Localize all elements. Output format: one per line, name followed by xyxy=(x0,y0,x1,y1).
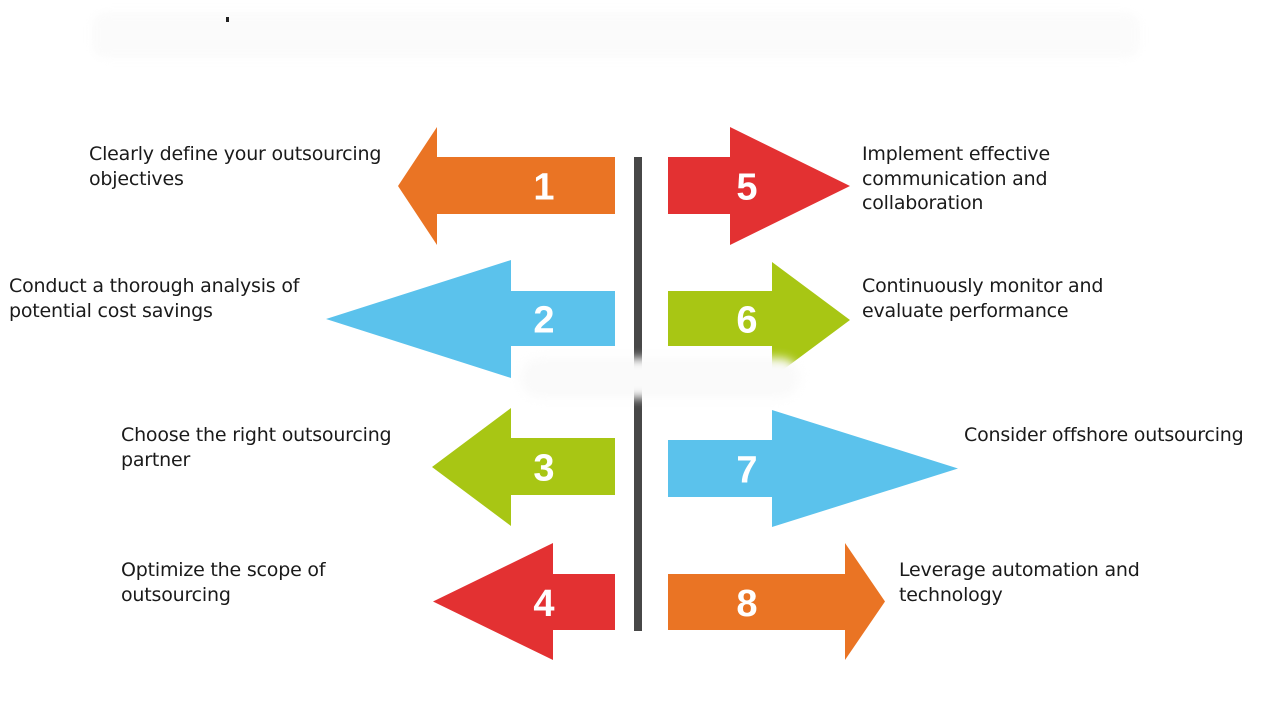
step-label-7: Consider offshore outsourcing xyxy=(964,423,1244,448)
title-banner xyxy=(92,12,1140,58)
step-label-line: partner xyxy=(121,448,191,471)
step-label-line: Implement effective xyxy=(862,143,1050,165)
step-arrow-6: 6 xyxy=(668,262,850,378)
step-label-line: Leverage automation and xyxy=(899,559,1140,581)
step-number: 1 xyxy=(533,167,554,209)
arrow-left-icon xyxy=(433,543,615,660)
step-label-line: collaboration xyxy=(862,192,984,214)
step-number: 4 xyxy=(533,583,554,625)
step-label-line: Continuously monitor and xyxy=(862,275,1104,297)
step-number: 2 xyxy=(533,300,554,342)
arrow-right-icon xyxy=(668,127,850,245)
step-number: 7 xyxy=(736,450,757,492)
arrow-left-icon xyxy=(326,260,615,378)
step-arrow-4: 4 xyxy=(433,543,615,660)
step-arrow-5: 5 xyxy=(668,127,850,245)
step-label-line: evaluate performance xyxy=(862,299,1069,322)
step-arrow-3: 3 xyxy=(432,408,615,526)
step-label-line: Clearly define your outsourcing xyxy=(89,143,382,165)
step-arrow-2: 2 xyxy=(326,260,615,378)
step-label-line: communication and xyxy=(862,167,1048,190)
step-label-line: technology xyxy=(899,583,1003,606)
step-label-line: Conduct a thorough analysis of xyxy=(9,275,300,297)
title-mark xyxy=(226,17,229,22)
arrow-right-icon xyxy=(668,262,850,378)
arrow-left-icon xyxy=(398,127,615,245)
step-arrow-1: 1 xyxy=(398,127,615,245)
step-label-line: Optimize the scope of xyxy=(121,559,326,581)
arrow-right-icon xyxy=(668,410,958,527)
step-number: 8 xyxy=(736,583,757,625)
step-number: 5 xyxy=(736,167,757,209)
step-label-line: outsourcing xyxy=(121,583,231,606)
step-arrow-7: 7 xyxy=(668,410,958,527)
step-number: 6 xyxy=(736,300,757,342)
step-label-line: potential cost savings xyxy=(9,299,213,322)
step-number: 3 xyxy=(533,448,554,490)
step-arrow-8: 8 xyxy=(668,543,885,660)
step-label-line: Consider offshore outsourcing xyxy=(964,424,1244,446)
arrow-right-icon xyxy=(668,543,885,660)
step-label-line: objectives xyxy=(89,167,184,190)
arrow-left-icon xyxy=(432,408,615,526)
glare-overlay xyxy=(520,358,800,398)
step-label-line: Choose the right outsourcing xyxy=(121,424,392,446)
